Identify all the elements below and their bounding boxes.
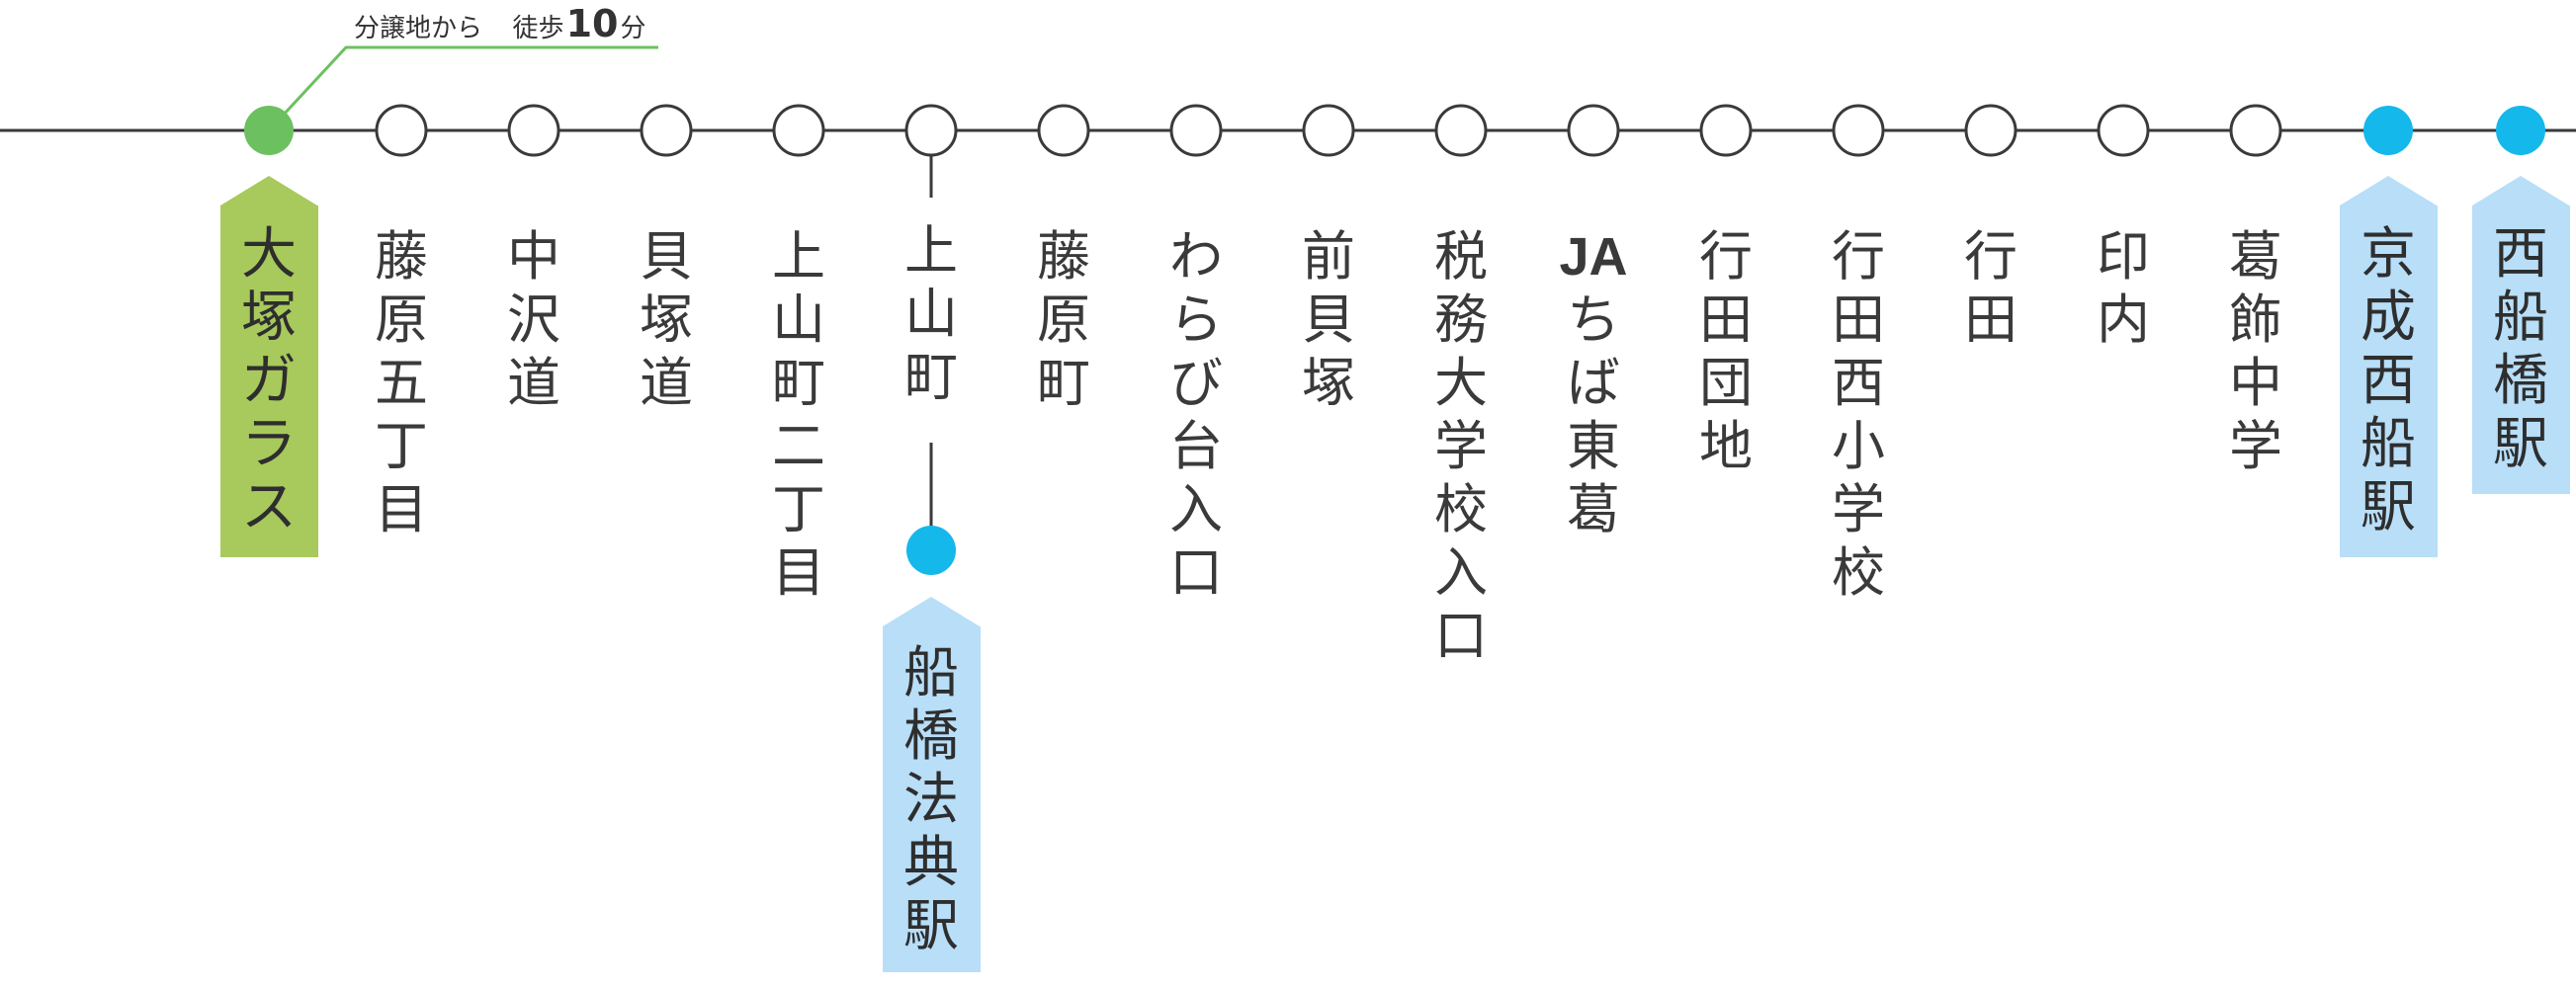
stop-label: 葛飾中学 xyxy=(2229,225,2282,477)
stop-marker xyxy=(1037,104,1090,157)
stop-label: 前貝塚 xyxy=(1302,225,1355,414)
stop-label: 藤原町 xyxy=(1037,225,1090,414)
stop-marker xyxy=(904,104,958,157)
stop-marker xyxy=(2097,104,2150,157)
stop-marker xyxy=(1169,104,1223,157)
stop-marker xyxy=(244,106,294,155)
stop-label: 行田西小学校 xyxy=(1832,225,1885,604)
stop-marker xyxy=(1832,104,1885,157)
branch-station-marker xyxy=(906,526,956,575)
stop-marker xyxy=(507,104,560,157)
stop-marker xyxy=(772,104,825,157)
stop-label: 藤原五丁目 xyxy=(375,225,428,540)
stop-label: 印内 xyxy=(2097,225,2150,351)
stop-marker xyxy=(2496,106,2545,155)
stop-marker xyxy=(2229,104,2282,157)
walk-note-prefix: 分譲地から xyxy=(354,14,483,43)
station-tag: 京成西船駅 xyxy=(2339,176,2438,557)
stop-label: 行田 xyxy=(1964,225,2018,351)
stop-label: 税務大学校入口 xyxy=(1434,225,1488,667)
stop-marker xyxy=(640,104,693,157)
stop-marker xyxy=(1302,104,1355,157)
stop-marker xyxy=(1699,104,1753,157)
stop-marker xyxy=(1567,104,1620,157)
stop-marker xyxy=(1434,104,1488,157)
stop-label: 中沢道 xyxy=(507,225,560,414)
stop-label: 上山町二丁目 xyxy=(772,225,825,604)
origin-stop-tag: 大塚ガラス xyxy=(219,176,318,557)
walk-note-suffix: 分 xyxy=(620,14,646,43)
station-tag: 西船橋駅 xyxy=(2471,176,2570,494)
stop-label: 上山町 xyxy=(904,219,958,408)
stop-label: 貝塚道 xyxy=(640,225,693,414)
walk-time-note: 分譲地から 徒歩10分 xyxy=(354,2,645,45)
walk-note-middle: 徒歩 xyxy=(512,14,564,43)
stop-label: 行田団地 xyxy=(1699,225,1753,477)
branch-station-tag: 船橋法典駅 xyxy=(882,597,981,972)
walk-note-minutes: 10 xyxy=(565,2,619,45)
stop-marker xyxy=(1964,104,2018,157)
stop-marker xyxy=(375,104,428,157)
walk-connector-line xyxy=(267,45,658,132)
stop-label: わらび台入口 xyxy=(1169,225,1223,604)
stop-marker xyxy=(2363,106,2413,155)
